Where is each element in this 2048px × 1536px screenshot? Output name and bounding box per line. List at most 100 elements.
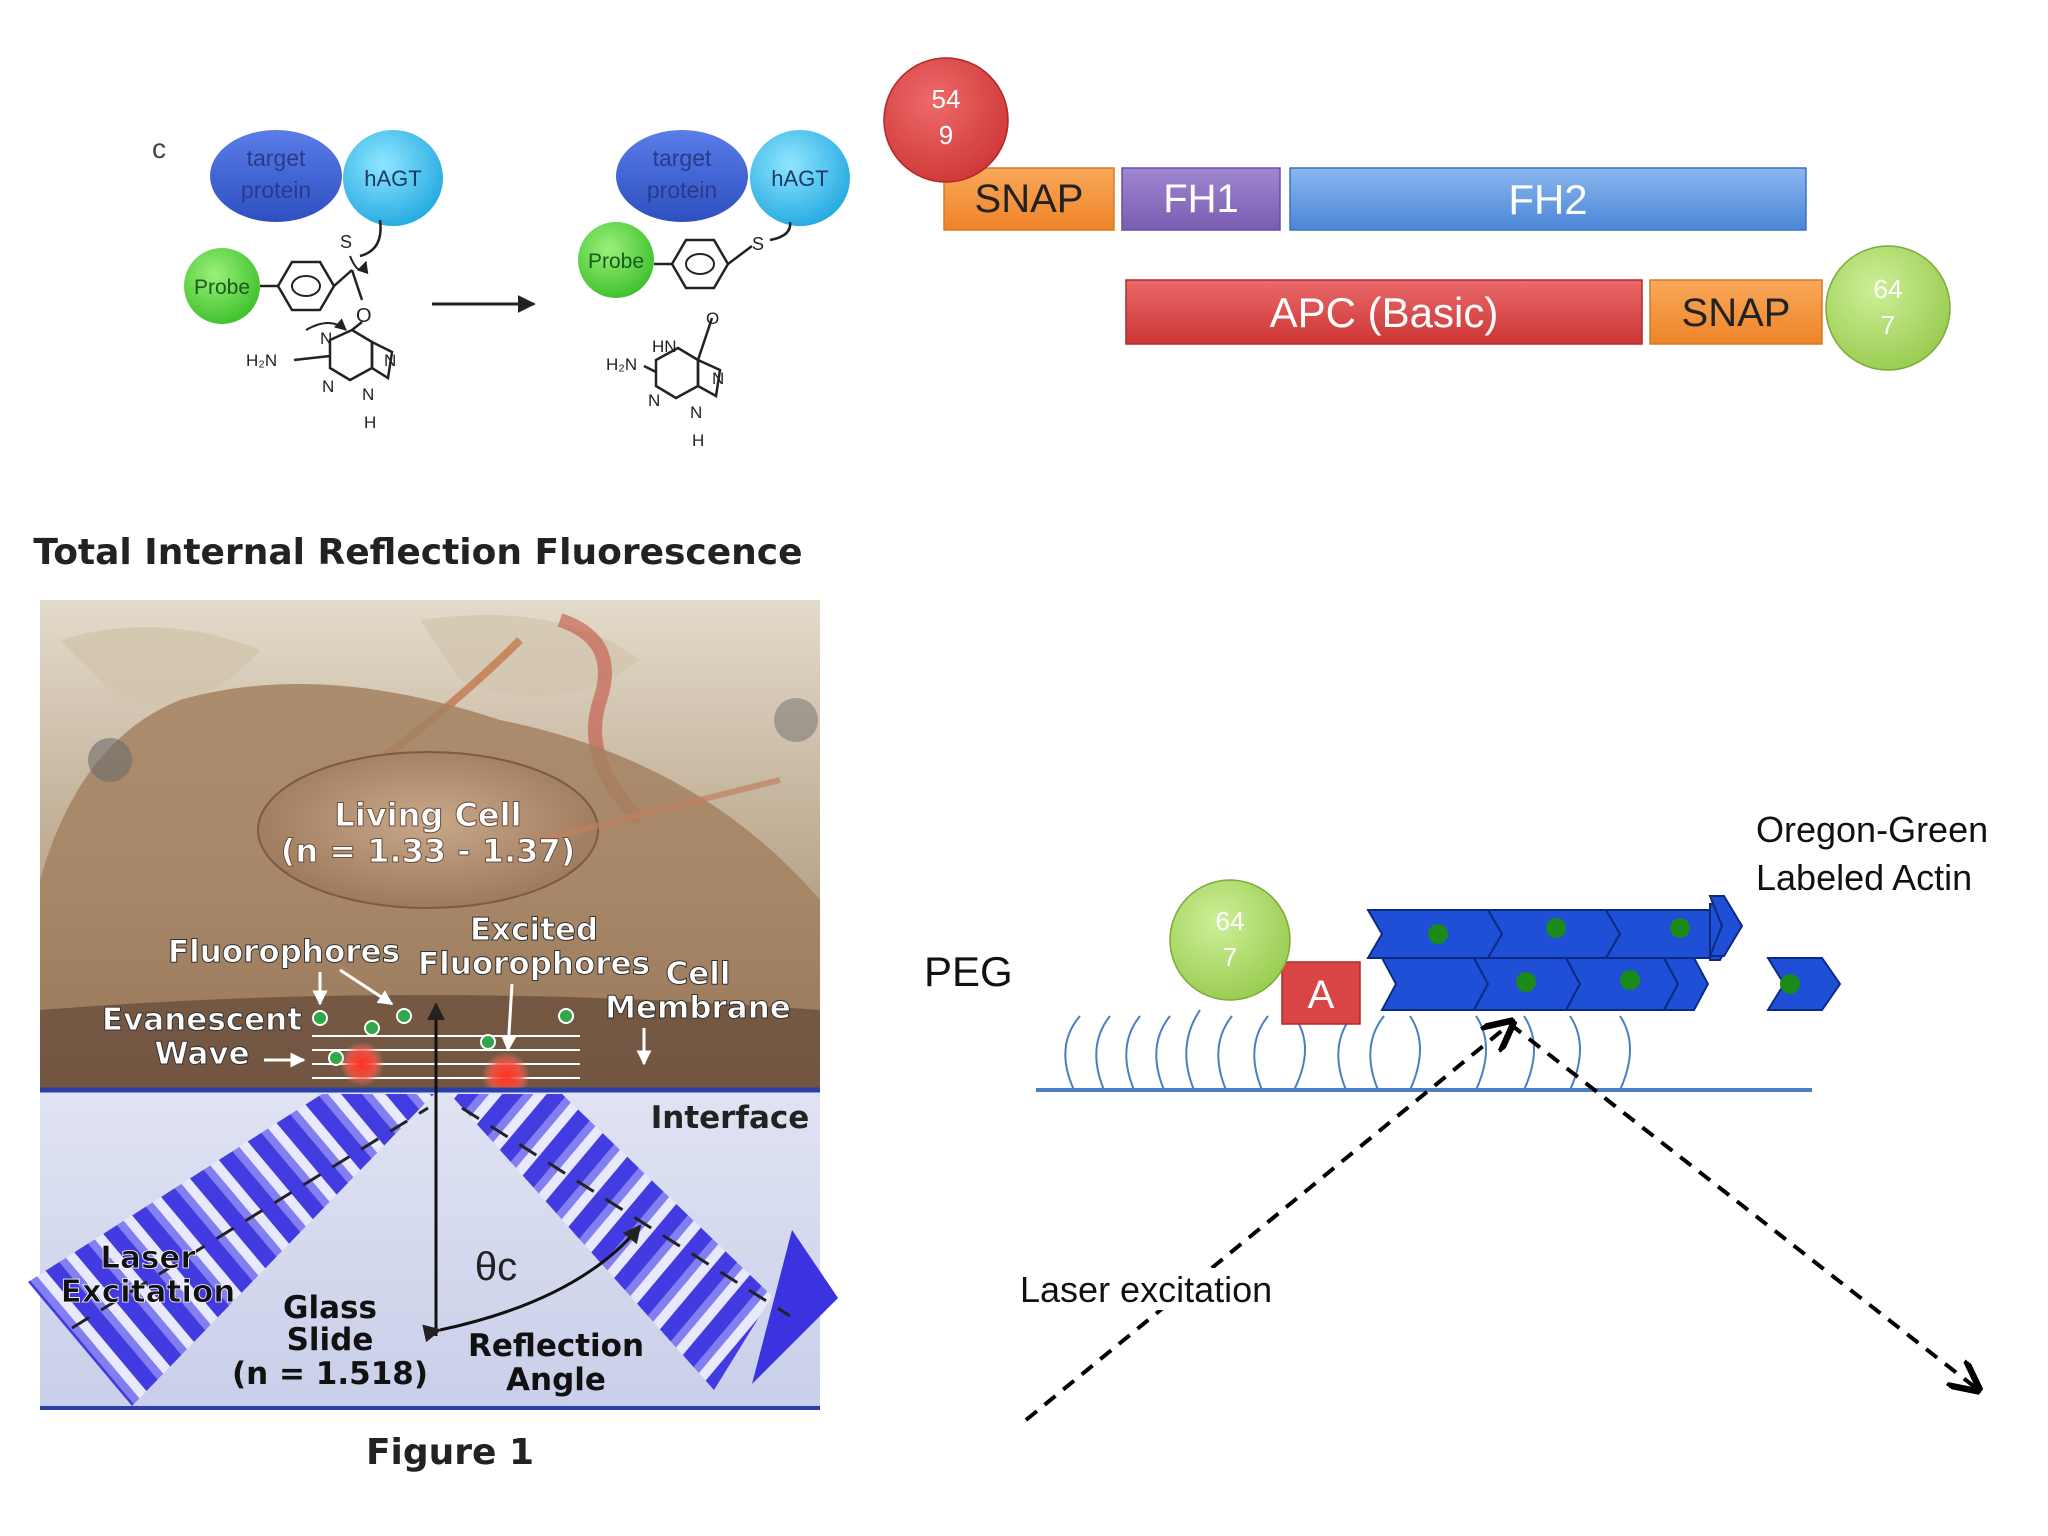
free-actin-monomer [1766,957,1842,1011]
oregon-green-label-dot [1670,918,1690,938]
reflected-beam-arrowhead [752,1230,838,1384]
glass-slide-label-1: Glass [283,1290,377,1326]
apc-anchor-label: A [1308,973,1335,1017]
svg-text:N: N [648,391,660,410]
dye-647-anchor-label-1: 64 [1216,906,1245,936]
critical-angle-arc [422,1224,642,1343]
svg-text:N: N [320,329,332,348]
peg-chain [1253,1015,1269,1091]
hagt-label: hAGT [364,166,421,191]
actin-subunit-end [1708,895,1744,957]
fluorophore [312,1010,328,1026]
excited-fluorophore [340,1042,384,1086]
evanescent-label-2: Wave [154,1036,249,1072]
peg-chain [1409,1015,1421,1091]
target-protein-blob [210,130,342,222]
assay-schematic: PEG Oregon-Green Labeled Actin A 64 [924,809,1988,1422]
svg-text:HN: HN [652,337,677,356]
actin-subunit [1380,957,1490,1011]
cell-membrane-label-1: Cell [665,956,730,992]
probe-label: Probe [194,276,250,299]
snap-domain-1 [943,167,1115,231]
svg-text:N: N [712,369,724,388]
living-cell-label-2: (n = 1.33 - 1.37) [281,832,576,870]
peg-brushes [1064,1009,1631,1091]
reflection-angle-label-1: Reflection [468,1328,644,1364]
oregon-green-label-dot [1428,924,1448,944]
fh1-label: FH1 [1163,177,1239,221]
laser-excitation-label-2: Excitation [61,1274,236,1310]
dye-647 [1825,245,1951,371]
svg-text:H: H [364,413,376,432]
oregon-green-label-dot [1620,970,1640,990]
target-protein-label-1: target [247,145,306,171]
fluorophore [396,1008,412,1024]
glass-slide-label-2: Slide [287,1322,374,1358]
laser-incident-arrow [1024,1024,1510,1422]
peg-chain [1569,1015,1581,1091]
svg-text:hAGT: hAGT [771,166,828,191]
target-protein-label-2: protein [241,177,311,203]
peg-chain [1293,1015,1306,1091]
apc-basic-domain [1125,279,1643,345]
peg-chain [1337,1015,1353,1091]
snap-label-2: SNAP [1682,291,1791,335]
svg-text:Probe: Probe [588,250,644,273]
svg-text:N: N [384,351,396,370]
peg-chain [1619,1015,1631,1091]
peg-chain [1095,1015,1111,1091]
panel-letter: c [152,133,166,164]
tirf-title: Total Internal Reflection Fluorescence [33,532,802,573]
evanescent-label-1: Evanescent [102,1002,302,1038]
dye-647-label-1: 64 [1874,274,1903,304]
peg-label: PEG [924,948,1013,995]
actin-filament [1366,895,1744,1011]
excited-label-2: Fluorophores [418,946,650,982]
probe-blob-product [578,222,654,298]
actin-subunit [1662,957,1710,1011]
oregon-green-label-dot [1516,972,1536,992]
hagt-blob [343,130,443,226]
amine-left: H₂N [246,351,277,370]
peg-chain [1523,1015,1535,1091]
target-protein-blob-product [616,130,748,222]
fh2-label: FH2 [1508,176,1587,223]
dye-549 [883,57,1009,183]
fluorophore [558,1008,574,1024]
snap-label-1: SNAP [975,177,1084,221]
apc-anchor [1281,961,1361,1025]
peg-chain [1155,1015,1171,1091]
svg-text:S: S [752,234,764,254]
oregon-green-label-dot [1780,974,1800,994]
laser-incident-beam [28,1094,434,1406]
sulfur-atom: S [340,232,352,252]
svg-text:O: O [706,309,719,328]
fh1-domain [1121,167,1281,231]
dye-647-anchor-label-2: 7 [1223,942,1237,972]
svg-text:N: N [322,377,334,396]
dye-549-label-1: 54 [932,84,961,114]
hagt-blob-product [750,130,850,226]
guanine-ring [328,328,374,382]
apc-basic-label: APC (Basic) [1270,289,1499,336]
svg-text:H₂N: H₂N [606,355,637,374]
cell-membrane-label-2: Membrane [605,990,791,1026]
oregon-green-label-2: Labeled Actin [1756,857,1972,898]
oxygen-atom: O [356,305,372,327]
oregon-green-label-dot [1546,918,1566,938]
fluorophore [480,1034,496,1050]
fluorophore [364,1020,380,1036]
laser-excitation-label: Laser excitation [1020,1269,1272,1310]
laser-reflected-arrow [1508,1022,1976,1388]
peg-chain [1185,1009,1201,1091]
excited-label-1: Excited [470,912,598,948]
reflection-angle-label-2: Angle [506,1362,606,1398]
benzene-ring [276,260,336,312]
svg-text:target: target [653,145,712,171]
laser-excitation-label-1: Laser [100,1240,196,1276]
svg-text:protein: protein [647,177,717,203]
living-cell-nucleus [257,751,599,909]
snap-domain-2 [1649,279,1823,345]
construct-diagrams: SNAP FH1 FH2 54 9 APC (Basic) SNAP 64 7 [883,57,1951,371]
